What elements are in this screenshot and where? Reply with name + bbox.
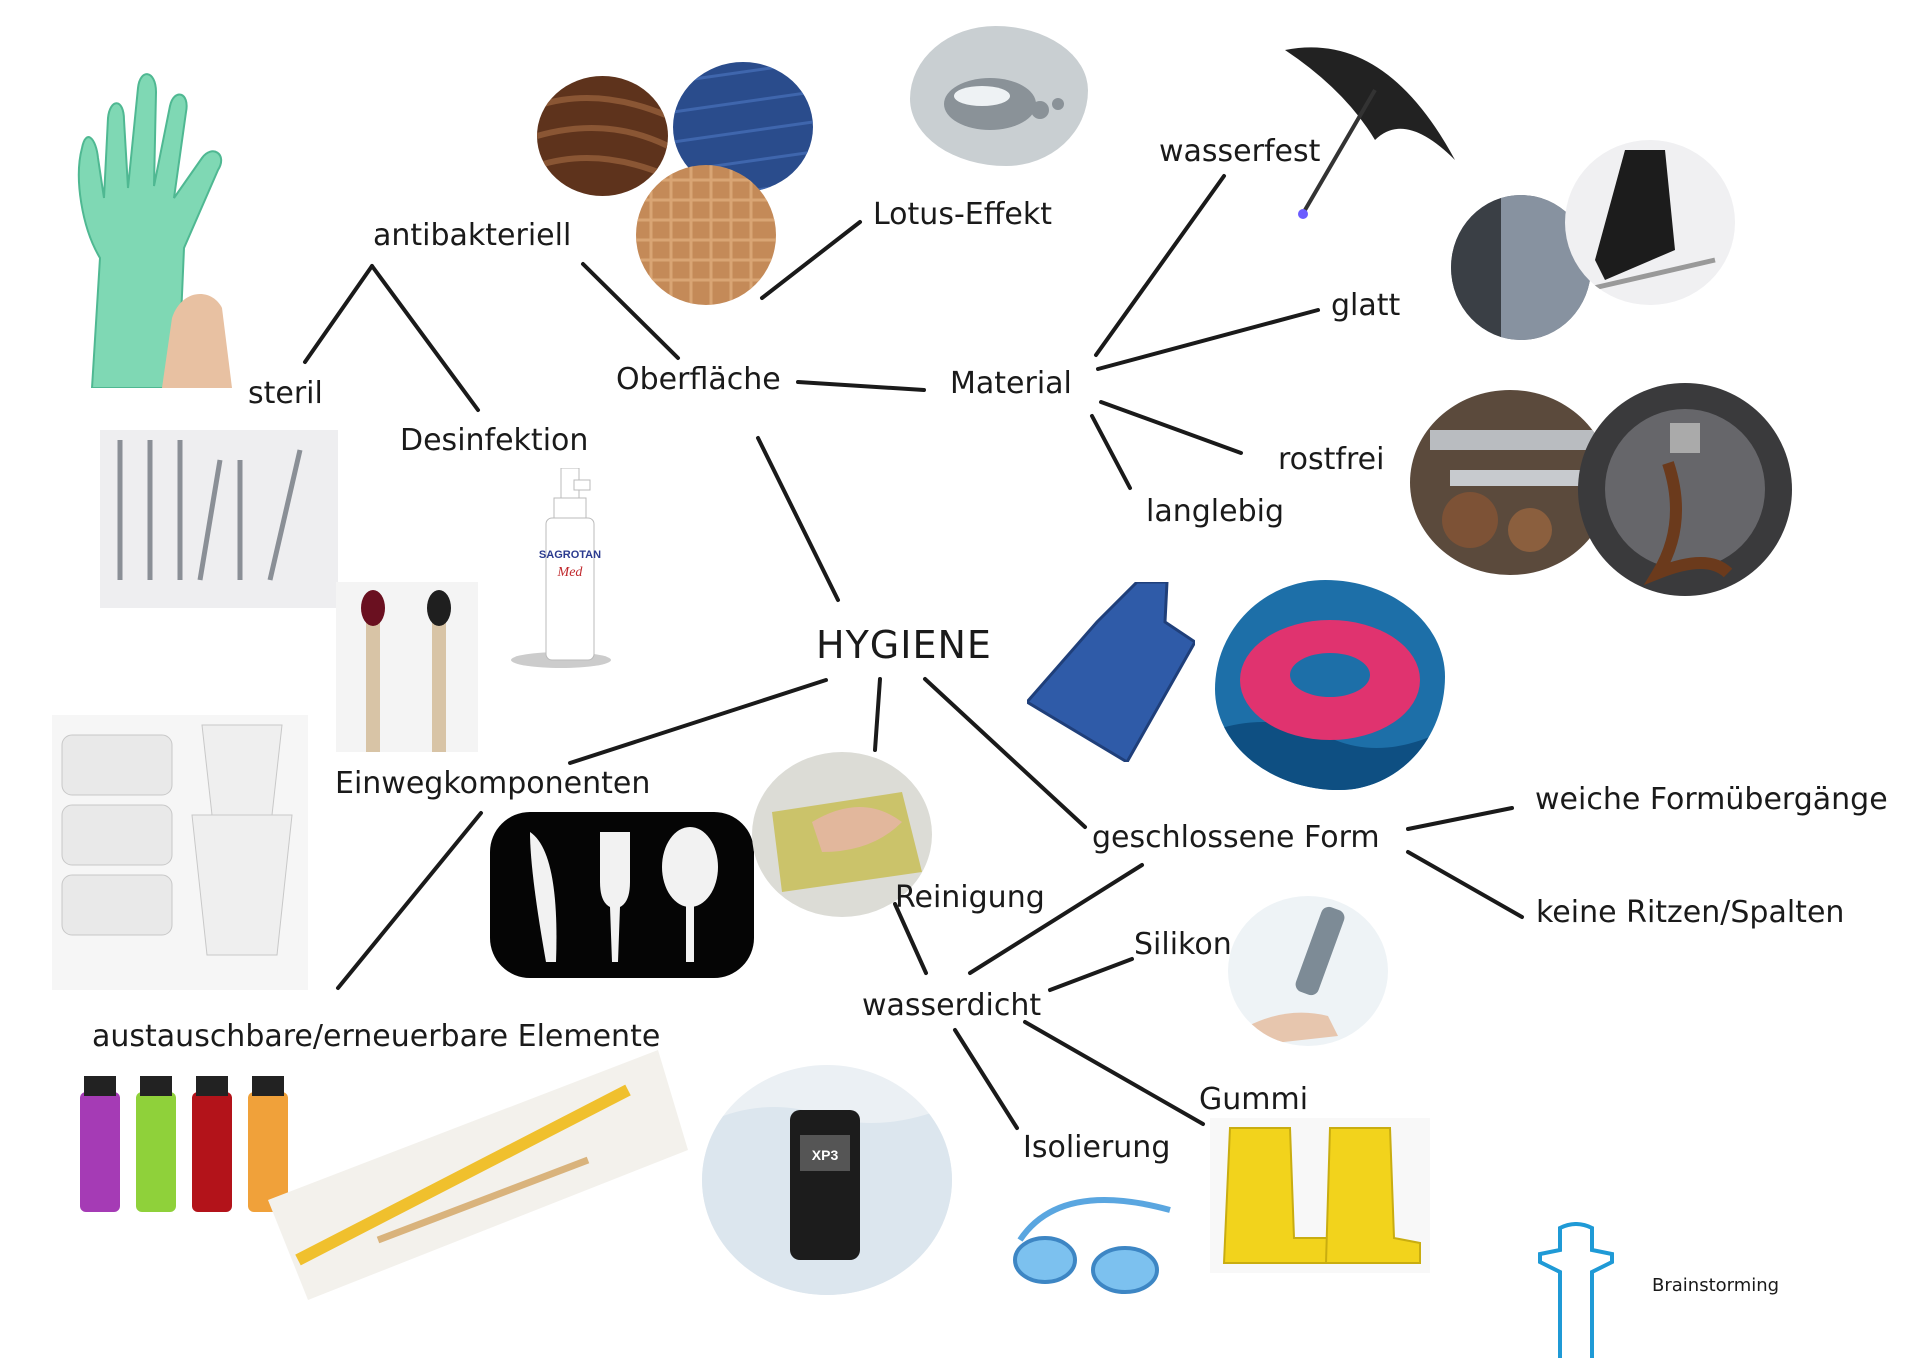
label-austauschbare-elemente: austauschbare/erneuerbare Elemente bbox=[92, 1019, 661, 1054]
line-material-langlebig bbox=[1090, 414, 1132, 490]
line-center-geschlossen bbox=[923, 677, 1087, 829]
umbrella-photo bbox=[1265, 30, 1465, 230]
line-wasserdicht-gummi bbox=[1023, 1020, 1205, 1126]
styrofoam-containers-photo bbox=[52, 715, 308, 990]
line-wasserdicht-silikon bbox=[1048, 957, 1134, 992]
line-geschlossen-weich bbox=[1406, 806, 1514, 831]
lighters-photo bbox=[70, 1072, 295, 1220]
swim-ring-photo bbox=[1215, 580, 1445, 790]
label-keine-ritzen-spalten: keine Ritzen/Spalten bbox=[1536, 895, 1845, 930]
label-rostfrei: rostfrei bbox=[1278, 442, 1385, 477]
line-antibakteriell-oberflaeche bbox=[581, 262, 680, 360]
label-antibakteriell: antibakteriell bbox=[373, 218, 572, 253]
label-wasserfest: wasserfest bbox=[1159, 134, 1321, 169]
rusty-lock-photo bbox=[1578, 383, 1792, 596]
label-lotus-effekt: Lotus-Effekt bbox=[873, 197, 1052, 232]
label-gummi: Gummi bbox=[1199, 1082, 1309, 1117]
waterproof-phone-photo: XP3 bbox=[702, 1065, 952, 1295]
line-lotus-oberflaeche bbox=[760, 220, 862, 300]
dental-tools-photo bbox=[100, 430, 338, 608]
line-oberflaeche-material bbox=[796, 380, 926, 392]
tools-photo bbox=[1410, 390, 1610, 575]
line-antibakteriell-desinfektion bbox=[370, 264, 480, 412]
label-oberflaeche: Oberfläche bbox=[616, 362, 781, 397]
center-label-hygiene: HYGIENE bbox=[816, 623, 992, 667]
label-glatt: glatt bbox=[1331, 288, 1401, 323]
label-geschlossene-form: geschlossene Form bbox=[1092, 820, 1380, 855]
spray-sub-text: Med bbox=[557, 565, 584, 580]
label-silikon: Silikon bbox=[1134, 927, 1232, 962]
ice-skate-photo bbox=[1565, 140, 1735, 305]
label-isolierung: Isolierung bbox=[1023, 1130, 1171, 1165]
label-desinfektion: Desinfektion bbox=[400, 423, 589, 458]
spray-bottle-photo: SAGROTAN Med bbox=[506, 468, 636, 668]
line-wasserdicht-isolierung bbox=[953, 1028, 1019, 1130]
line-geschlossen-ritzen bbox=[1406, 850, 1524, 919]
plastic-cutlery-photo bbox=[490, 812, 754, 978]
label-reinigung: Reinigung bbox=[895, 880, 1045, 915]
label-wasserdicht: wasserdicht bbox=[862, 988, 1042, 1023]
label-material: Material bbox=[950, 366, 1072, 401]
line-material-rostfrei bbox=[1099, 400, 1243, 455]
label-steril: steril bbox=[248, 376, 323, 411]
label-langlebig: langlebig bbox=[1146, 494, 1284, 529]
line-reinigung-wasserdicht bbox=[893, 902, 928, 975]
burlap-texture bbox=[636, 165, 776, 305]
label-einwegkomponenten: Einwegkomponenten bbox=[335, 766, 651, 801]
line-center-reinigung bbox=[873, 677, 882, 752]
line-antibakteriell-steril bbox=[303, 264, 374, 364]
water-drop-photo bbox=[910, 26, 1088, 166]
matches-photo bbox=[336, 582, 478, 752]
line-material-wasserfest bbox=[1094, 174, 1226, 357]
silicone-gun-photo bbox=[1228, 896, 1388, 1046]
line-einweg-austauschbar bbox=[336, 811, 483, 990]
line-oberflaeche-center bbox=[756, 436, 840, 602]
cleaning-cloth-photo bbox=[752, 752, 932, 917]
pencils-photo bbox=[268, 1050, 688, 1300]
line-center-einweg bbox=[568, 678, 828, 765]
spray-brand-text: SAGROTAN bbox=[539, 549, 601, 561]
line-geschlossen-wasserdicht bbox=[968, 863, 1144, 975]
hot-water-bottle-photo bbox=[1027, 582, 1195, 762]
rubber-boots-photo bbox=[1210, 1118, 1430, 1273]
phone-model-text: XP3 bbox=[812, 1147, 839, 1163]
label-weiche-formuebergaenge: weiche Formübergänge bbox=[1535, 782, 1888, 817]
bottle-logo-icon bbox=[1538, 1222, 1614, 1358]
goggles-photo bbox=[1000, 1180, 1185, 1300]
line-material-glatt bbox=[1096, 308, 1320, 371]
footer-brainstorming: Brainstorming bbox=[1652, 1275, 1780, 1296]
glove-photo bbox=[52, 58, 242, 388]
wood-texture bbox=[537, 76, 668, 196]
